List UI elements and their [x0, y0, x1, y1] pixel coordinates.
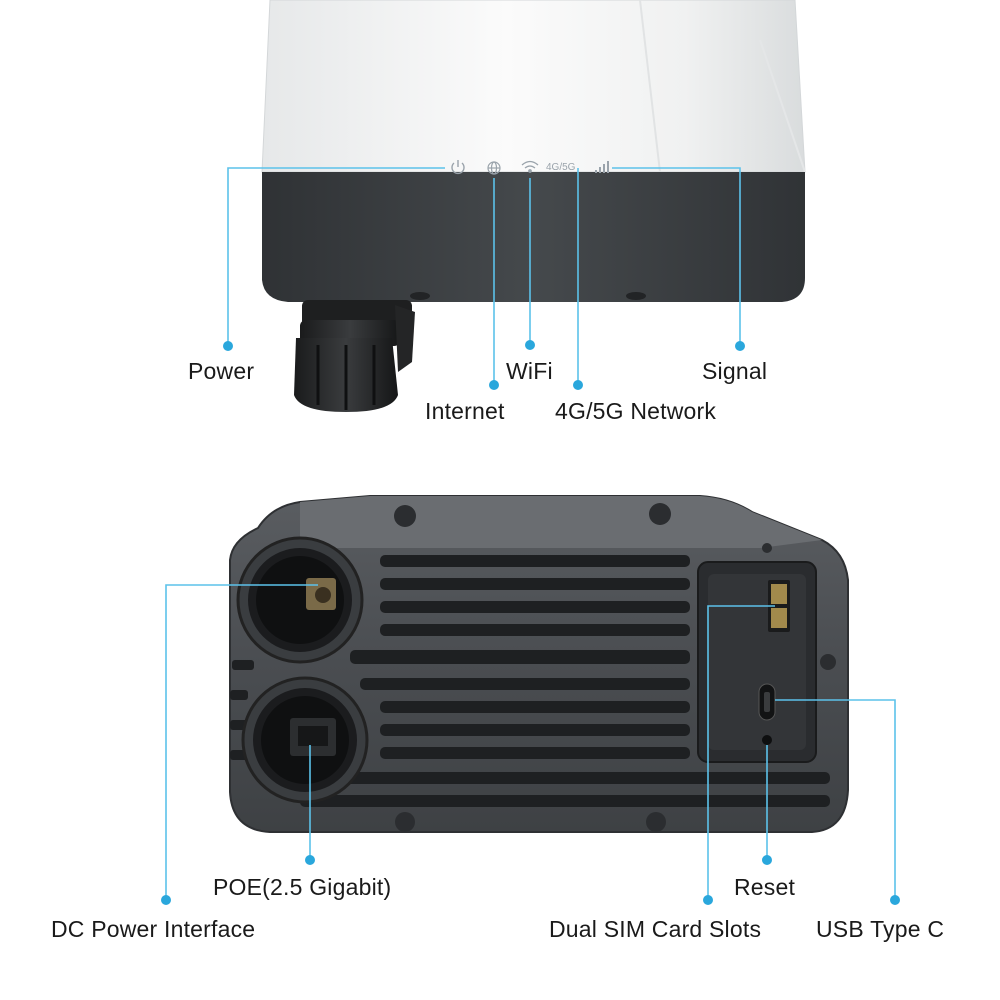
cooling-fins	[230, 555, 830, 807]
bottom-callout-dots	[161, 855, 900, 905]
internet-callout: Internet	[425, 398, 505, 424]
network-callout: 4G/5G Network	[555, 398, 717, 424]
wifi-icon	[521, 160, 539, 173]
top-callout-dots	[223, 340, 745, 390]
top-callout-lines	[227, 167, 741, 385]
dc-power-port	[236, 536, 364, 664]
reset-callout: Reset	[734, 874, 796, 900]
poe-port	[241, 676, 369, 804]
cable-gland	[294, 300, 415, 412]
usb-callout: USB Type C	[816, 916, 945, 942]
signal-bars-icon	[595, 161, 609, 173]
poe-callout: POE(2.5 Gigabit)	[213, 874, 392, 900]
top-device	[261, 0, 806, 412]
signal-callout: Signal	[702, 358, 768, 384]
reset-hole	[762, 735, 772, 745]
bottom-device	[229, 495, 849, 833]
dc-power-callout: DC Power Interface	[51, 916, 256, 942]
globe-icon	[487, 161, 501, 175]
sim-slots	[768, 580, 790, 632]
bottom-callout-lines	[165, 584, 896, 900]
usb-c-port	[758, 683, 776, 721]
wifi-callout: WiFi	[506, 358, 553, 384]
sim-callout: Dual SIM Card Slots	[549, 916, 762, 942]
power-callout: Power	[188, 358, 255, 384]
power-icon	[451, 160, 465, 175]
network-led-label: 4G/5G	[546, 162, 576, 173]
port-compartment	[697, 561, 817, 763]
